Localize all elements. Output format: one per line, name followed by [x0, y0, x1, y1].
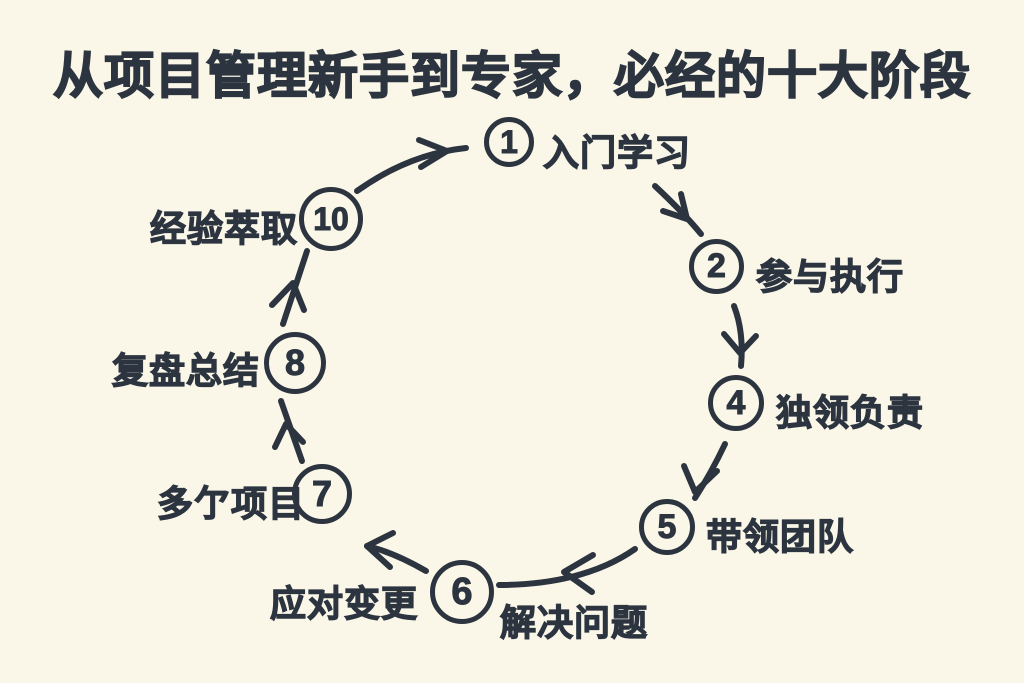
arrow-1-to-2: [652, 183, 704, 237]
arrow-shaft: [692, 441, 728, 501]
arrow-5-to-6: [496, 546, 638, 595]
arrowhead-icon: [364, 530, 396, 570]
arrow-shaft: [652, 183, 704, 237]
stage-number-badge-6: 6: [430, 560, 494, 624]
arrow-8-to-10: [269, 248, 310, 327]
stage-number-badge-7: 7: [292, 464, 352, 524]
stage-number-badge-2: 2: [689, 239, 744, 294]
stage-number-badge-10: 10: [299, 187, 363, 251]
stage-label-4: 独领负责: [775, 391, 925, 433]
stage-label-1: 入门学习: [542, 131, 692, 173]
arrow-10-to-1: [354, 137, 469, 194]
stage-number-badge-4: 4: [708, 375, 764, 431]
arrowhead-icon: [721, 331, 759, 356]
arrow-2-to-4: [721, 303, 759, 369]
page-title: 从项目管理新手到专家，必经的十大阶段: [52, 47, 971, 105]
arrow-shaft: [731, 303, 745, 369]
stage-label-7: 多亇项目: [156, 482, 306, 524]
stage-label-10: 经验萃取: [149, 207, 299, 249]
arrow-6-to-7: [364, 530, 429, 574]
stage-number-badge-1: 1: [484, 117, 534, 167]
arrowhead-icon: [272, 421, 306, 450]
arrowhead-icon: [660, 191, 690, 222]
stage-label-5: 带领团队: [705, 515, 855, 557]
arrowhead-icon: [269, 280, 307, 313]
arrowhead-icon: [561, 552, 596, 595]
stage-label-unnumbered: 解决问题: [499, 601, 649, 643]
arrowhead-icon: [681, 463, 720, 495]
stage-label-6: 应对变更: [269, 582, 419, 624]
arrow-shaft: [364, 543, 429, 574]
stage-label-8: 复盘总结: [111, 349, 261, 391]
arrow-4-to-5: [681, 441, 728, 501]
arrow-shaft: [354, 145, 469, 194]
stage-number-badge-5: 5: [639, 499, 695, 555]
stage-number-badge-8: 8: [264, 332, 326, 394]
stage-label-2: 参与执行: [755, 255, 905, 297]
arrow-7-to-8: [272, 398, 306, 464]
arrowhead-icon: [416, 137, 450, 170]
